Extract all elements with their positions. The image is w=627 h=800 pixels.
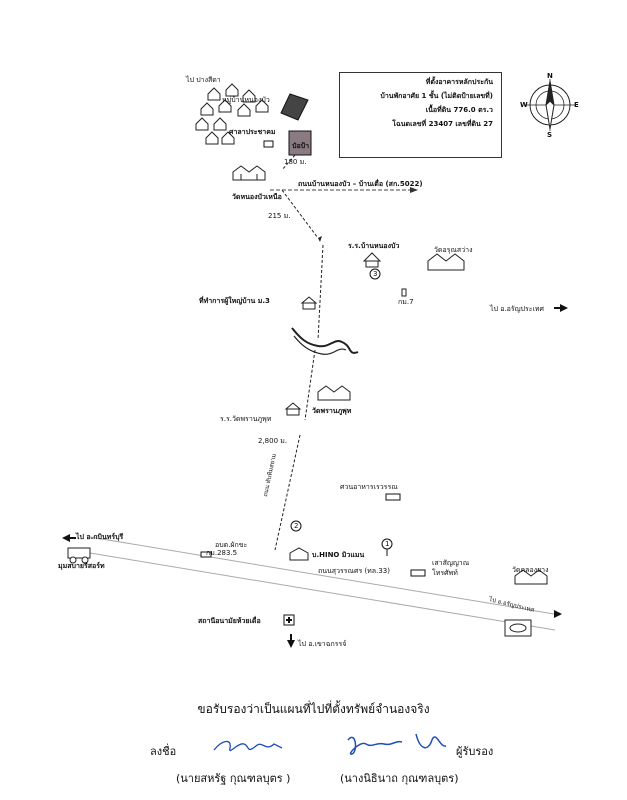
label-metal-shop: เสาสัญญาณ <box>432 559 470 567</box>
signature-1 <box>213 740 283 752</box>
temple-right-bottom <box>514 569 548 585</box>
label-num-3: 3 <box>373 270 378 278</box>
label-wat-right: วัดอรุณสว่าง <box>434 246 473 254</box>
resort-icon <box>67 547 91 564</box>
km7-post-icon <box>401 288 407 297</box>
sala-marker <box>263 140 274 148</box>
headman-office-building <box>300 296 318 310</box>
legend-line-4: โฉนดเลขที่ 23407 เลขที่ดิน 27 <box>392 120 493 128</box>
temple-right <box>427 253 465 271</box>
label-to-aranyaprathet-1: ไป อ.อรัญประเทศ <box>490 305 544 313</box>
obt-marker <box>200 551 212 558</box>
route-dashed <box>274 154 324 551</box>
temple-mid <box>317 385 351 401</box>
label-sala: ศาลาประชาคม <box>229 128 276 136</box>
label-to-kabin: ไป อ.กบินทร์บุรี <box>76 533 124 541</box>
label-road-5022: ถนนบ้านหนองบัว – บ้านเตื่อ (สก.5022) <box>298 180 423 188</box>
label-wat-mid: วัดพรานภูพุท <box>312 407 352 415</box>
label-dist-2800: 2,800 ม. <box>258 437 288 445</box>
compass-east: E <box>574 101 579 109</box>
village-houses <box>195 83 269 145</box>
legend-line-3: เนื้อที่ดิน 776.0 ตร.ว <box>425 106 493 114</box>
label-headman-office: ที่ทำการผู้ใหญ่บ้าน ม.3 <box>199 297 270 305</box>
legend-line-2: บ้านพักอาศัย 1 ชั้น (ไม่ติดป้ายเลขที่) <box>380 92 493 100</box>
school-nongbua-building <box>362 252 382 268</box>
highway-33 <box>89 536 561 631</box>
label-to-khao-chakan: ไป อ.เขาฉกรรจ์ <box>298 640 347 648</box>
compass-north: N <box>547 72 553 80</box>
collateral-location-block <box>288 130 312 156</box>
label-school-nongbua: ร.ร.บ้านหนองบัว <box>348 242 400 250</box>
label-obt: อบต.ผักขะ <box>215 541 248 549</box>
label-market: ศวนอาหารเรวรรณ <box>340 483 398 491</box>
label-km7: กม.7 <box>398 298 414 306</box>
metal-shop-marker <box>410 569 426 577</box>
signer-name-1: (นายสหรัฐ กุณฑลบุตร ) <box>176 772 291 785</box>
label-km283: กม.283.5 <box>206 549 238 557</box>
road-5022-arrow <box>410 187 418 193</box>
label-store-left: มุมสบายรีสอร์ท <box>58 562 105 570</box>
market-marker <box>385 493 401 501</box>
cartoon-icon <box>504 619 532 637</box>
label-pin: ป๋อป้า <box>292 142 310 150</box>
compass-south: S <box>547 131 553 139</box>
label-to-pang-sida: ไป ปางสีดา <box>186 76 221 84</box>
route-arrow-head <box>318 236 322 242</box>
label-dist-180: 180 ม. <box>284 158 307 166</box>
hino-building <box>289 547 309 561</box>
label-telecom: โทรศัพท์ <box>432 569 458 577</box>
label-wat-right-bottom: วัดคลองยาง <box>512 566 549 574</box>
marker-2-circle <box>290 520 302 532</box>
direction-arrows <box>62 304 568 648</box>
label-num-2: 2 <box>294 522 299 530</box>
compass-west: W <box>520 101 528 109</box>
signer-name-2: (นางนิธินาถ กุณฑลบุตร) <box>340 772 459 785</box>
certification-text: ขอรับรองว่าเป็นแผนที่ไปที่ตั้งทรัพย์จำนอ… <box>197 702 430 716</box>
label-hino: บ.HINO มิวแมน <box>312 551 365 559</box>
signature-2 <box>347 736 403 755</box>
legend-line-1: ที่ตั้งอาคารหลักประกัน <box>425 78 493 86</box>
label-school-mid: ร.ร.วัดพรานภูพุท <box>220 415 272 423</box>
legend-box: ที่ตั้งอาคารหลักประกัน บ้านพักอาศัย 1 ชั… <box>339 72 502 158</box>
label-village-top: หมู่บ้านหนองบัว <box>222 96 270 104</box>
certifier-label: ผู้รับรอง <box>456 745 494 758</box>
parcel-hatched <box>280 93 309 121</box>
label-num-1: 1 <box>385 540 390 548</box>
temple-nongbua <box>232 165 266 181</box>
label-health-station: สถานีอนามัยห้วยเดื่อ <box>198 617 261 625</box>
signed-label: ลงชื่อ <box>150 745 177 758</box>
marker-3-circle <box>369 268 381 280</box>
compass-rose <box>524 79 576 131</box>
label-dist-215: 215 ม. <box>268 212 291 220</box>
signature-3 <box>415 733 447 749</box>
label-wat-nongbua: วัดหนองบัวเหนือ <box>232 193 282 201</box>
river <box>291 327 359 354</box>
school-mid-building <box>284 402 302 416</box>
health-cross-icon <box>283 614 295 626</box>
river-bank <box>293 335 347 355</box>
label-road-33: ถนนสุวรรณศร (ทล.33) <box>318 567 390 575</box>
